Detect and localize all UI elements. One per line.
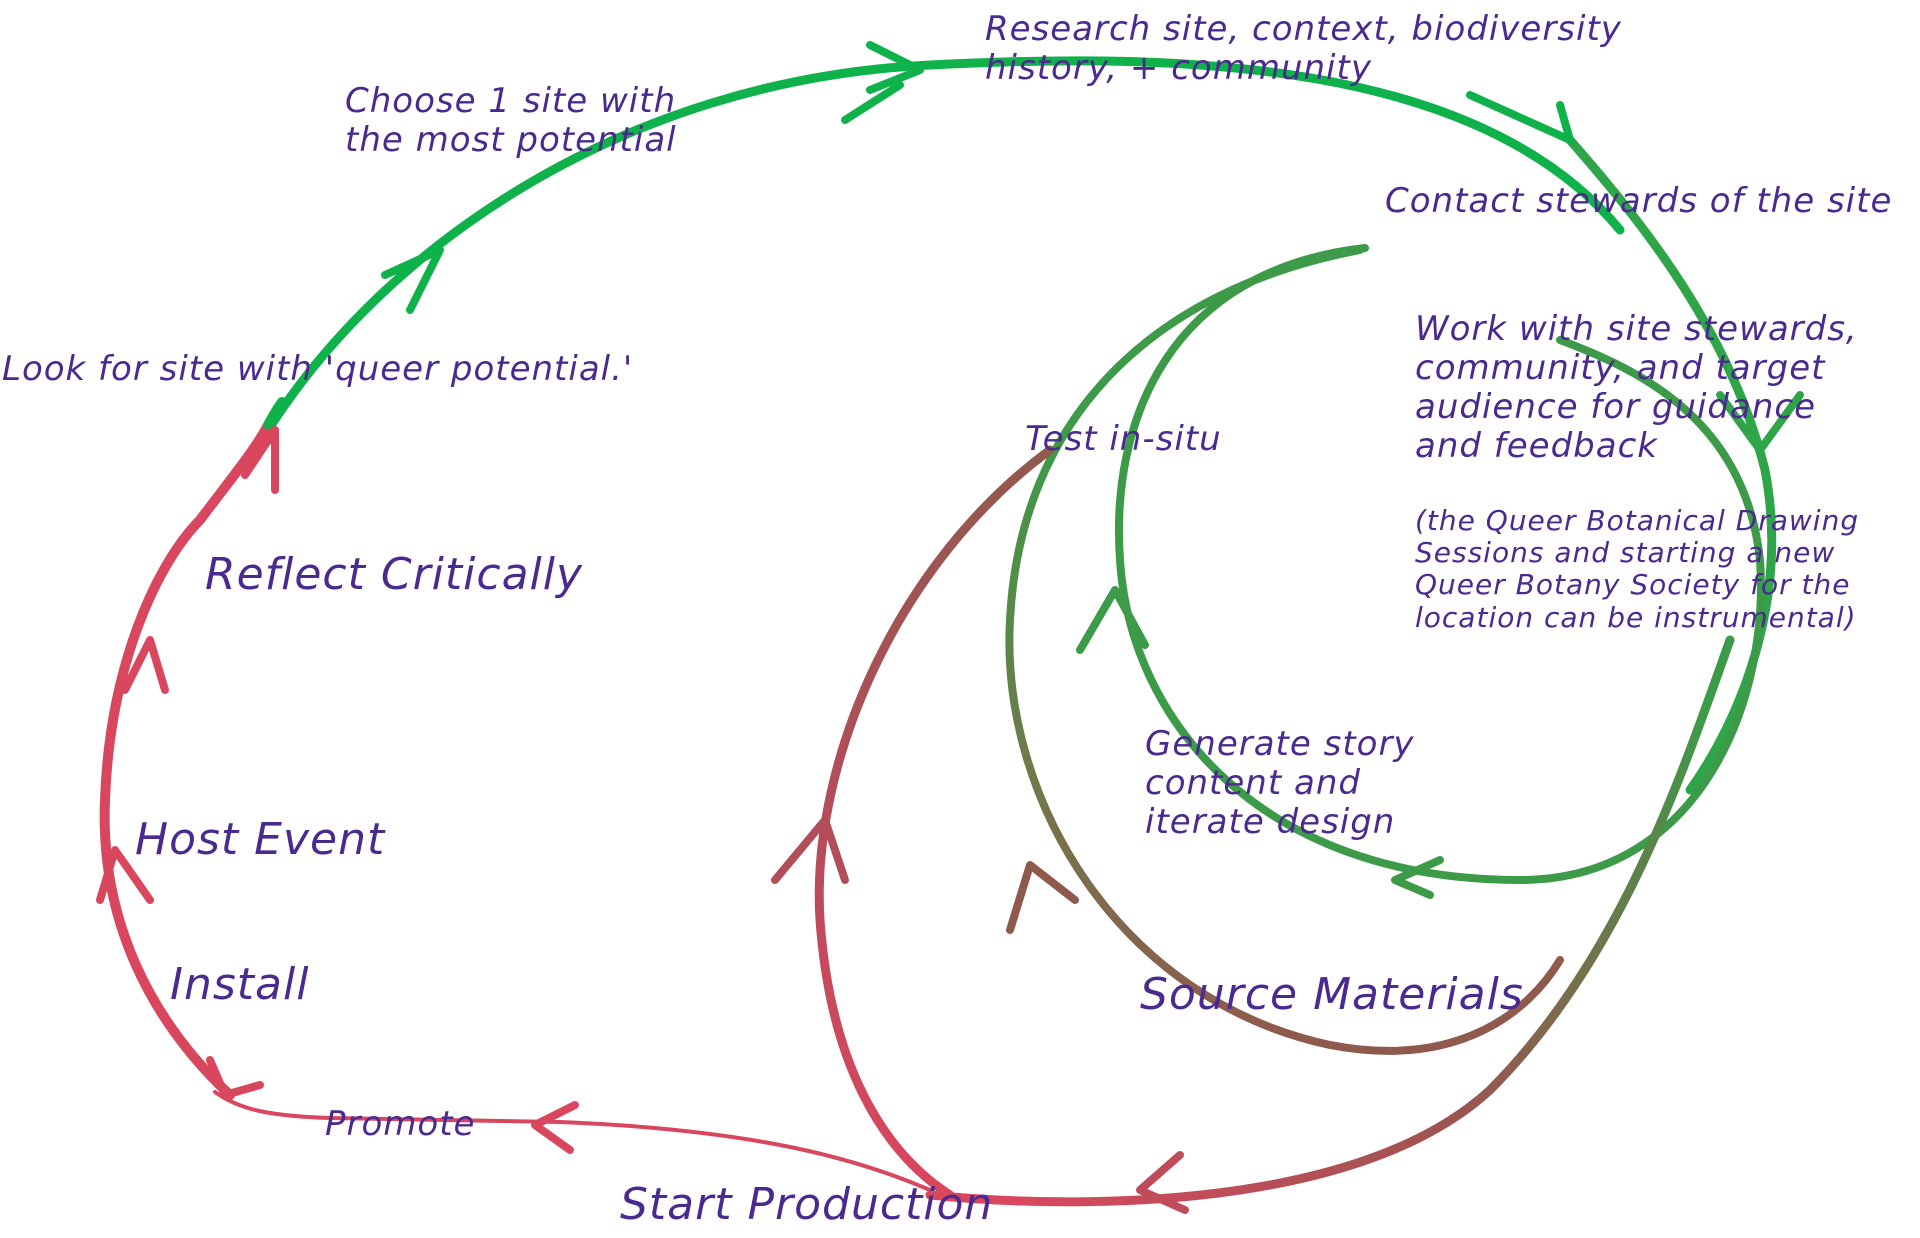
arrowhead-outer-bottom [1136,1151,1189,1214]
arrowhead-middle-left [1006,861,1079,934]
label-start: Start Production [620,1179,994,1231]
label-source-line-1: Source Materials [1140,969,1524,1020]
arrowhead-promote [531,1101,579,1154]
arrowhead-reflect [121,636,169,694]
bottom-red-line [213,1090,932,1192]
arrowhead-right-green [1716,391,1804,454]
label-reflect: Reflect Critically [205,549,584,601]
left-red-arc [99,420,273,1100]
label-research: Research site, context, biodiversity his… [985,9,1622,89]
label-start-line-1: Start Production [620,1179,994,1230]
label-research-line-1: Research site, context, biodiversity [985,9,1622,49]
label-work-note-line-1: (the Queer Botanical Drawing [1415,504,1860,537]
arrowhead-top-1 [866,41,924,94]
red-green-transition [263,397,287,430]
label-test: Test in-situ [1025,419,1222,459]
label-contact: Contact stewards of the site [1385,181,1893,221]
label-choose-line-2: the most potential [345,120,677,161]
outer-green-arc [260,56,1625,440]
label-work-line-1: Work with site stewards, [1415,309,1858,349]
arrowhead-install [206,1056,264,1099]
label-choose: Choose 1 site with the most potential [345,81,677,161]
label-install: Install [170,959,310,1011]
outer-spiral-loop [925,635,1735,1207]
label-work-note-line-2: Sessions and starting a new [1415,536,1836,570]
label-host-line-1: Host Event [135,814,386,865]
label-work-note-line-4: location can be instrumental) [1415,600,1857,634]
label-choose-line-1: Choose 1 site with [345,81,677,121]
label-work-line-2: community, and target [1415,348,1826,389]
label-work-note: (the Queer Botanical Drawing Sessions an… [1415,504,1860,634]
label-promote-line-1: Promote [325,1104,476,1144]
label-generate-line-2: content and [1145,763,1361,804]
label-host: Host Event [135,814,386,866]
middle-loop [1005,246,1564,1055]
label-research-line-2: history, + community [985,48,1372,89]
label-look-line-1: Look for site with 'queer potential.' [2,349,634,389]
arrowhead-top-2 [841,81,904,124]
label-generate-line-1: Generate story [1145,724,1415,764]
label-work-note-line-3: Queer Botany Society for the [1415,568,1851,602]
label-promote: Promote [325,1104,476,1144]
label-generate: Generate story content and iterate desig… [1145,724,1415,843]
label-work: Work with site stewards, community, and … [1415,309,1858,467]
label-install-line-1: Install [170,959,310,1010]
label-generate-line-3: iterate design [1145,802,1396,843]
label-work-line-4: and feedback [1415,426,1658,467]
arrowhead-host [96,846,154,904]
left-loop [814,445,1055,1200]
arrowhead-inner-left [1076,586,1149,654]
right-green-descent [1565,135,1777,795]
label-look: Look for site with 'queer potential.' [2,349,634,389]
label-reflect-line-1: Reflect Critically [205,549,584,600]
arrowhead-look [241,426,279,494]
inner-green-loop [1115,244,1765,885]
label-contact-line-1: Contact stewards of the site [1385,181,1893,221]
arrowhead-left-loop [771,816,849,884]
label-work-line-3: audience for guidance [1415,387,1817,428]
label-test-line-1: Test in-situ [1025,419,1222,459]
arrowhead-research [1466,91,1574,144]
arrowhead-choose [381,246,444,314]
arrowhead-inner-bottom [1391,856,1444,899]
label-source: Source Materials [1140,969,1524,1021]
